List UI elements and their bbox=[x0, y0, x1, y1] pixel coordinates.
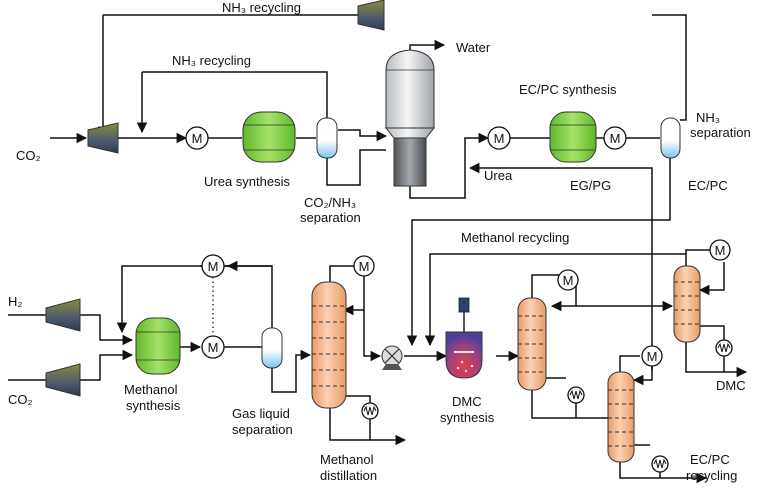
svg-text:M: M bbox=[208, 340, 219, 355]
label-gas-liquid-separation-line2: separation bbox=[232, 422, 293, 437]
label-h2: H₂ bbox=[8, 294, 22, 309]
label-water: Water bbox=[456, 40, 491, 55]
heat-exchanger-methanol-product: M bbox=[201, 335, 225, 359]
svg-text:M: M bbox=[647, 349, 658, 364]
reboiler-dmc-column bbox=[567, 386, 585, 404]
condenser-dmc-column: M bbox=[557, 269, 579, 291]
svg-text:M: M bbox=[359, 259, 370, 274]
label-co2-urea-feed: CO₂ bbox=[16, 148, 41, 163]
label-urea: Urea bbox=[484, 168, 513, 183]
label-methanol-recycling: Methanol recycling bbox=[461, 230, 569, 245]
dmc-stirred-reactor bbox=[445, 297, 483, 379]
compressor-h2 bbox=[45, 298, 81, 332]
dmc-purification-column bbox=[673, 265, 701, 343]
heat-exchanger-ecpc-out: M bbox=[603, 126, 627, 150]
ecpc-reactor bbox=[549, 111, 597, 163]
co2-nh3-separator bbox=[316, 117, 338, 159]
reboiler-dmc-purification bbox=[715, 339, 733, 357]
methanol-distillation-column bbox=[311, 281, 347, 409]
label-nh3-recycling-top: NH₃ recycling bbox=[222, 0, 301, 15]
nh3-separator bbox=[660, 117, 681, 159]
condenser-ecpc-column: M bbox=[641, 345, 663, 367]
label-dmc-synthesis-line2: synthesis bbox=[440, 410, 495, 425]
svg-text:M: M bbox=[715, 243, 726, 258]
label-ec-pc: EC/PC bbox=[688, 178, 728, 193]
label-nh3-separation-line1: NH₃ bbox=[696, 110, 720, 125]
svg-text:M: M bbox=[192, 131, 203, 146]
compressor-co2-methanol bbox=[45, 363, 81, 397]
label-nh3-recycling-mid: NH₃ recycling bbox=[172, 53, 251, 68]
label-dmc-synthesis-line1: DMC bbox=[452, 394, 482, 409]
svg-text:M: M bbox=[494, 131, 505, 146]
ecpc-recovery-column bbox=[607, 371, 635, 463]
condenser-methanol-distillation: M bbox=[353, 255, 375, 277]
urea-decomposition-column bbox=[384, 49, 436, 187]
reboiler-methanol-distillation bbox=[361, 402, 379, 420]
label-co2-methanol-feed: CO₂ bbox=[8, 392, 33, 407]
text-labels: NH₃ recycling NH₃ recycling Water EC/PC … bbox=[8, 0, 751, 483]
label-methanol-distillation-line1: Methanol bbox=[320, 452, 374, 467]
label-dmc-product: DMC bbox=[716, 378, 746, 393]
label-co2-nh3-separation-line2: separation bbox=[300, 210, 361, 225]
label-methanol-distillation-line2: distillation bbox=[320, 468, 377, 483]
label-ec-pc-synthesis: EC/PC synthesis bbox=[519, 82, 617, 97]
urea-reactor bbox=[242, 111, 296, 163]
dmc-separation-column bbox=[517, 297, 547, 391]
label-eg-pg: EG/PG bbox=[570, 178, 611, 193]
lower-pipes bbox=[8, 249, 748, 484]
heat-exchanger-methanol-recycle: M bbox=[201, 254, 225, 278]
label-nh3-separation-line2: separation bbox=[690, 125, 751, 140]
reboiler-ecpc-column bbox=[651, 455, 669, 473]
heat-exchanger-urea-feed: M bbox=[185, 126, 209, 150]
condenser-dmc-purification: M bbox=[709, 239, 731, 261]
label-urea-synthesis: Urea synthesis bbox=[204, 174, 290, 189]
label-ec-pc-recycling-line2: recycling bbox=[686, 468, 737, 483]
label-gas-liquid-separation-line1: Gas liquid bbox=[232, 406, 290, 421]
compressor-nh3-recycle bbox=[357, 0, 385, 31]
compressor-co2-urea bbox=[87, 122, 119, 154]
svg-text:M: M bbox=[610, 131, 621, 146]
label-methanol-synthesis-line1: Methanol bbox=[124, 382, 178, 397]
svg-text:M: M bbox=[563, 273, 574, 288]
methanol-pump bbox=[381, 345, 403, 370]
methanol-reactor bbox=[135, 317, 181, 375]
svg-text:M: M bbox=[208, 259, 219, 274]
label-methanol-synthesis-line2: synthesis bbox=[126, 398, 181, 413]
gas-liquid-separator bbox=[261, 327, 283, 369]
label-co2-nh3-separation-line1: CO₂/NH₃ bbox=[304, 195, 356, 210]
label-ec-pc-recycling-line1: EC/PC bbox=[690, 452, 730, 467]
heat-exchanger-ecpc-in: M bbox=[487, 126, 511, 150]
